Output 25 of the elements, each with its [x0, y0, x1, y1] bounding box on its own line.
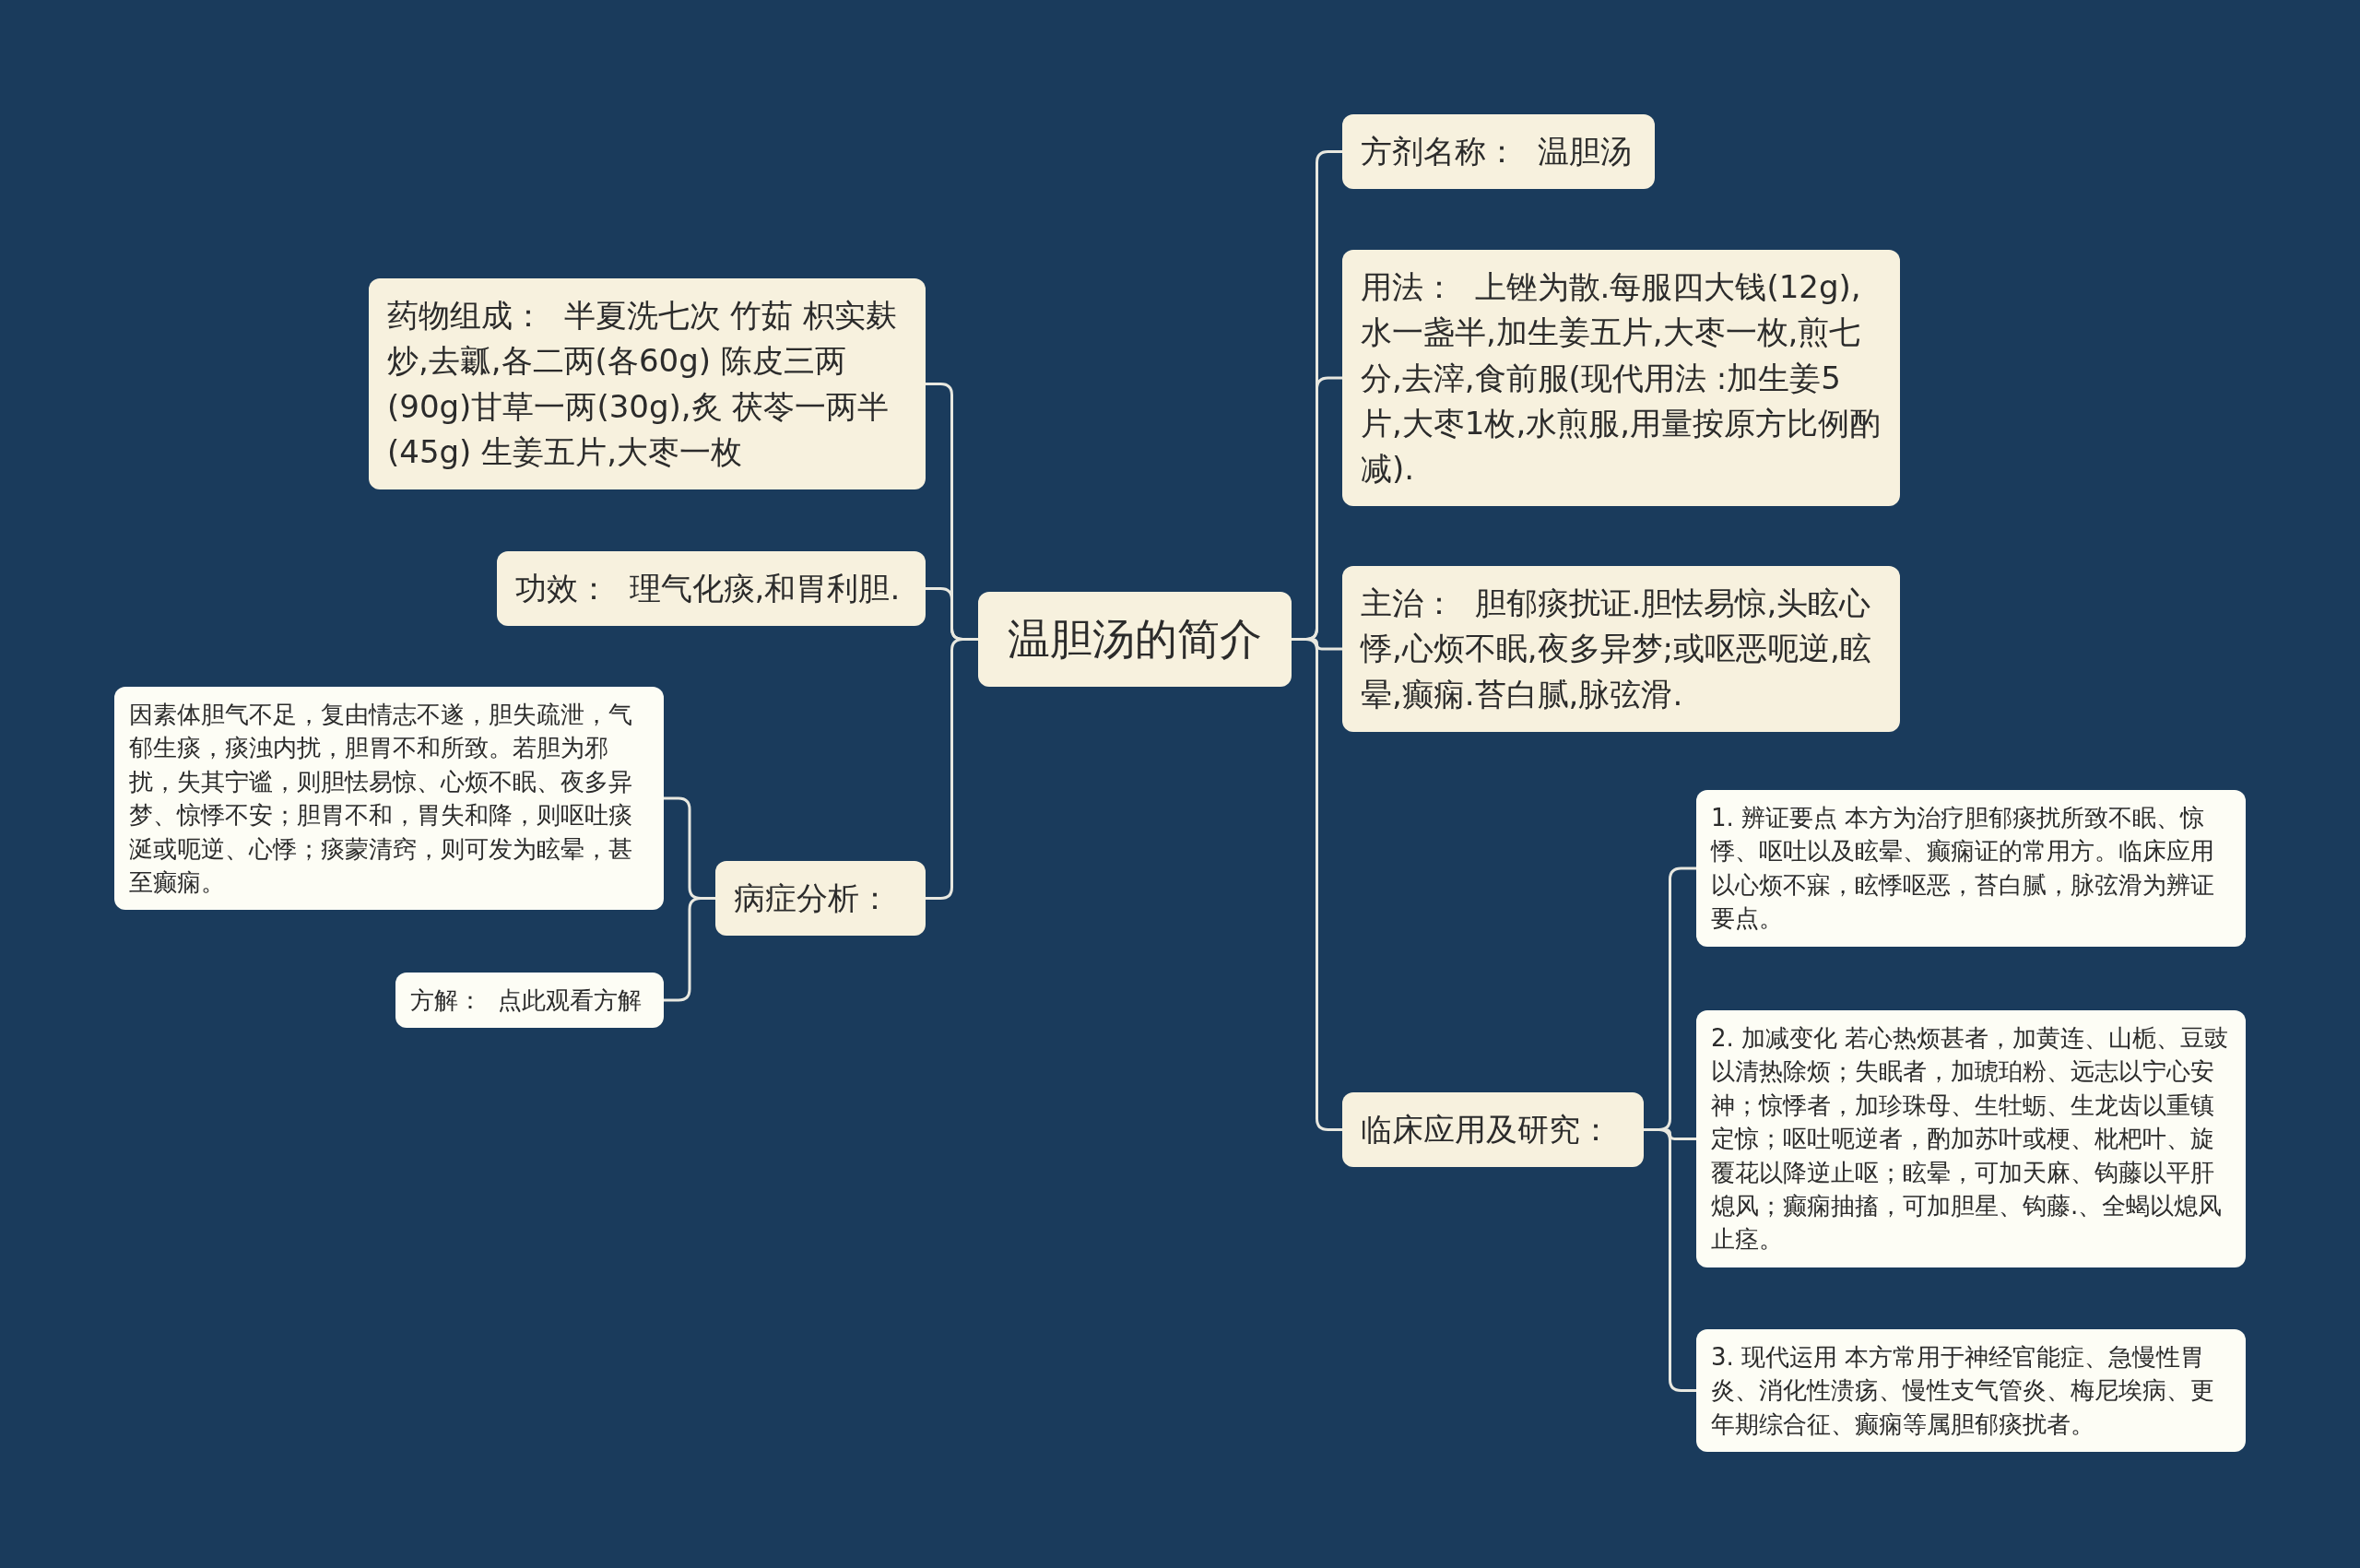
topic-text: 临床应用及研究： [1361, 1110, 1612, 1149]
subtopic-box [1696, 790, 2246, 947]
topic-text: 方解： 点此观看方解 [410, 985, 643, 1016]
topic-text: 方剂名称： 温胆汤 [1361, 132, 1633, 171]
topic-text: 温胆汤的简介 [1008, 614, 1262, 666]
subtopic-box [395, 973, 664, 1029]
topic-text: 药物组成： 半夏洗七次 竹茹 枳实麸炒,去瓤,各二两(各60g) 陈皮三两(90g)甘草一两(30g),炙 茯苓一两半(45g) 生姜五片,大枣一枚 [387, 296, 899, 472]
topic-text: 3. 现代运用 本方常用于神经官能症、急慢性胃炎、消化性溃疡、慢性支气管炎、梅尼埃病、更年期综合征、癫痫等属胆郁痰扰者。 [1711, 1342, 2215, 1440]
topic-text: 2. 加减变化 若心热烦甚者，加黄连、山栀、豆豉以清热除烦；失眠者，加琥珀粉、远志以宁心安神；惊悸者，加珍珠母、生牡蛎、生龙齿以重镇定惊；呕吐呃逆者，酌加苏叶或梗、枇杷叶、旋覆花以降逆止呕；眩晕，可加天麻、钩藤以平肝熄风；癫痫抽搐，可加胆星、钩藤.、全蝎以熄风止痉。 [1711, 1023, 2230, 1256]
topic-text: 因素体胆气不足，复由情志不遂，胆失疏泄，气郁生痰，痰浊内扰，胆胃不和所致。若胆为邪扰，失其宁谧，则胆怯易惊、心烦不眠、夜多异梦、惊悸不安；胆胃不和，胃失和降，则呕吐痰涎或呃逆、心悸；痰蒙清窍，则可发为眩晕，甚至癫痫。 [129, 700, 633, 898]
topic-text: 1. 辨证要点 本方为治疗胆郁痰扰所致不眠、惊悸、呕吐以及眩晕、癫痫证的常用方。临床应用以心烦不寐，眩悸呕恶，苔白腻，脉弦滑为辨证要点。 [1711, 803, 2215, 935]
topic-text: 病症分析： [734, 878, 891, 918]
topic-text: 主治： 胆郁痰扰证.胆怯易惊,头眩心悸,心烦不眠,夜多异梦;或呕恶呃逆,眩晕,癫痫.苔白腻,脉弦滑. [1361, 584, 1872, 714]
central-topic-box [978, 592, 1292, 688]
topic-box [1342, 250, 1900, 507]
topic-text: 用法： 上锉为散.每服四大钱(12g),水一盏半,加生姜五片,大枣一枚,煎七分,去滓,食前服(现代用法 :加生姜5片,大枣1枚,水煎服,用量按原方比例酌减). [1361, 267, 1882, 489]
topic-box [497, 551, 926, 627]
subtopic-box [114, 687, 664, 911]
topic-box [1342, 114, 1655, 190]
topic-box [369, 278, 926, 490]
topic-box [1342, 566, 1900, 732]
topic-text: 功效： 理气化痰,和胃利胆. [515, 569, 902, 608]
subtopic-box [1696, 1329, 2246, 1453]
topic-box [715, 861, 926, 937]
topic-box [1342, 1092, 1644, 1168]
